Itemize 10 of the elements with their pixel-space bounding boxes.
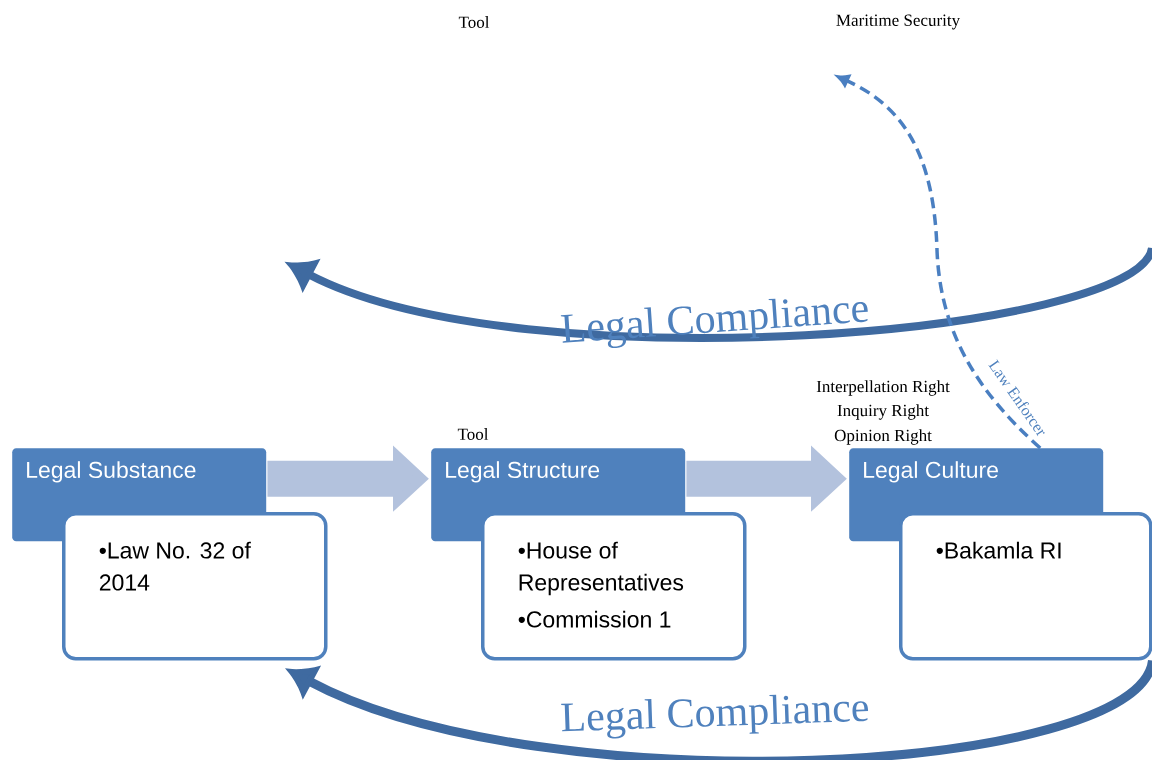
content-box: •Bakamla RI (899, 512, 1152, 661)
heading-text: Maritime Security (836, 14, 961, 30)
content-box: •House of Representatives •Commission 1 (481, 512, 747, 661)
content-box: •Law No. 32 of 2014 (62, 512, 328, 661)
note-text: Interpellation Right (816, 380, 950, 396)
note-text: Inquiry Right (837, 404, 929, 420)
dashed-arrow (836, 74, 1042, 450)
note-text: Opinion Right (834, 429, 932, 445)
label-text: Tool (458, 16, 490, 28)
note-text: Tool (457, 428, 489, 440)
